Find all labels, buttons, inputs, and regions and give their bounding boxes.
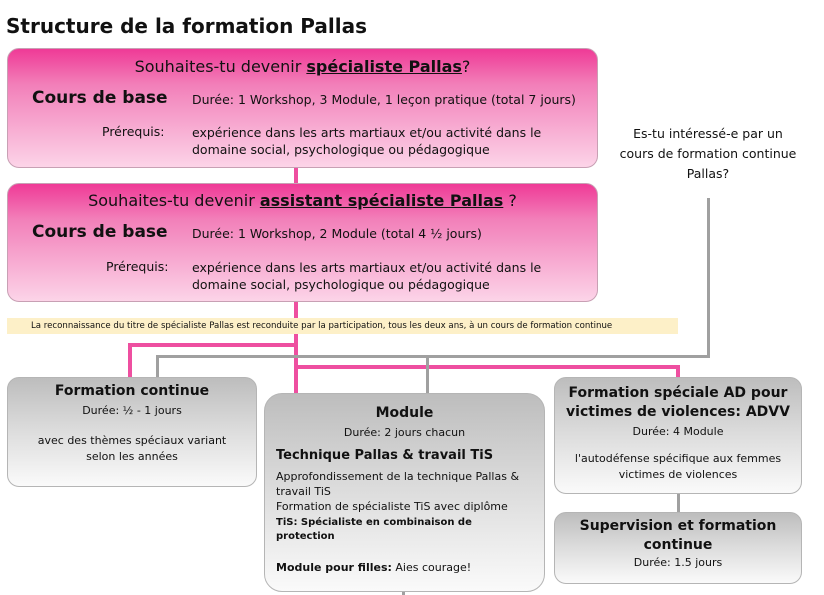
supervision-title: Supervision et formation continue [579,518,777,553]
connector-box1-box2 [294,166,298,184]
connector-gray-left-drop [156,355,159,379]
connector-gray-module-drop [426,355,429,395]
module-line2: Formation de spécialiste TiS avec diplôm… [276,500,508,513]
box-formation-continue: Formation continue Durée: ½ - 1 jours av… [7,377,257,487]
module-title: Module [375,405,434,421]
notice-banner: La reconnaissance du titre de spécialist… [7,318,678,334]
connector-gray-module-bottom [402,590,405,595]
connector-gray-advv-supervision [677,492,680,512]
box-advv: Formation spéciale AD pour victimes de v… [554,377,802,494]
cours-de-base-label: Cours de base [32,222,168,242]
assistant-specialiste-link[interactable]: assistant spécialiste Pallas [259,191,504,210]
box-module: Module Durée: 2 jours chacun Technique P… [264,393,545,592]
prereq-label: Prérequis: [102,124,165,139]
supervision-duration: Durée: 1.5 jours [633,556,723,569]
connector-pink-left-drop [128,343,132,379]
box-assistant-heading: Souhaites-tu devenir assistant spécialis… [88,191,517,210]
connector-gray-horizontal [156,355,710,358]
box-assistant-specialiste: Souhaites-tu devenir assistant spécialis… [7,183,598,302]
advv-duration: Durée: 4 Module [632,425,724,438]
box-specialiste-duration: Durée: 1 Workshop, 3 Module, 1 leçon pra… [192,92,576,107]
module-girls: Module pour filles: Aies courage! [276,561,472,574]
prereq-text: expérience dans les arts martiaux et/ou … [192,260,542,292]
box-supervision: Supervision et formation continue Durée:… [554,512,802,584]
formation-continue-title: Formation continue [54,383,210,399]
formation-continue-desc: avec des thèmes spéciaux variant selon l… [37,434,227,463]
cours-de-base-label: Cours de base [32,88,168,108]
connector-pink-right-horizontal [294,365,680,369]
connector-box2-notice [294,300,298,320]
box-assistant-duration: Durée: 1 Workshop, 2 Module (total 4 ½ j… [192,226,482,241]
module-line1: Approfondissement de la technique Pallas… [276,470,520,498]
formation-continue-duration: Durée: ½ - 1 jours [82,404,182,417]
box-specialiste: Souhaites-tu devenir spécialiste Pallas?… [7,48,598,168]
notice-text: La reconnaissance du titre de spécialist… [31,321,613,331]
connector-gray-question-drop [707,198,710,356]
advv-desc: l'autodéfense spécifique aux femmes vict… [574,452,782,481]
prereq-label: Prérequis: [106,259,169,274]
advv-title: Formation spéciale AD pour victimes de v… [566,385,790,420]
connector-pink-module [294,374,298,396]
page-title: Structure de la formation Pallas [6,14,367,38]
prereq-text: expérience dans les arts martiaux et/ou … [192,125,542,157]
box-specialiste-heading: Souhaites-tu devenir spécialiste Pallas? [134,57,471,76]
module-tis-label: TiS: Spécialiste en combinaison de prote… [276,517,472,542]
module-subtitle: Technique Pallas & travail TiS [276,448,494,463]
side-question: Es-tu intéressé-e par un cours de format… [619,126,797,181]
module-duration: Durée: 2 jours chacun [343,426,466,439]
connector-pink-right-drop [676,365,680,379]
connector-pink-left-horizontal [128,343,298,347]
specialiste-link[interactable]: spécialiste Pallas [306,57,462,76]
